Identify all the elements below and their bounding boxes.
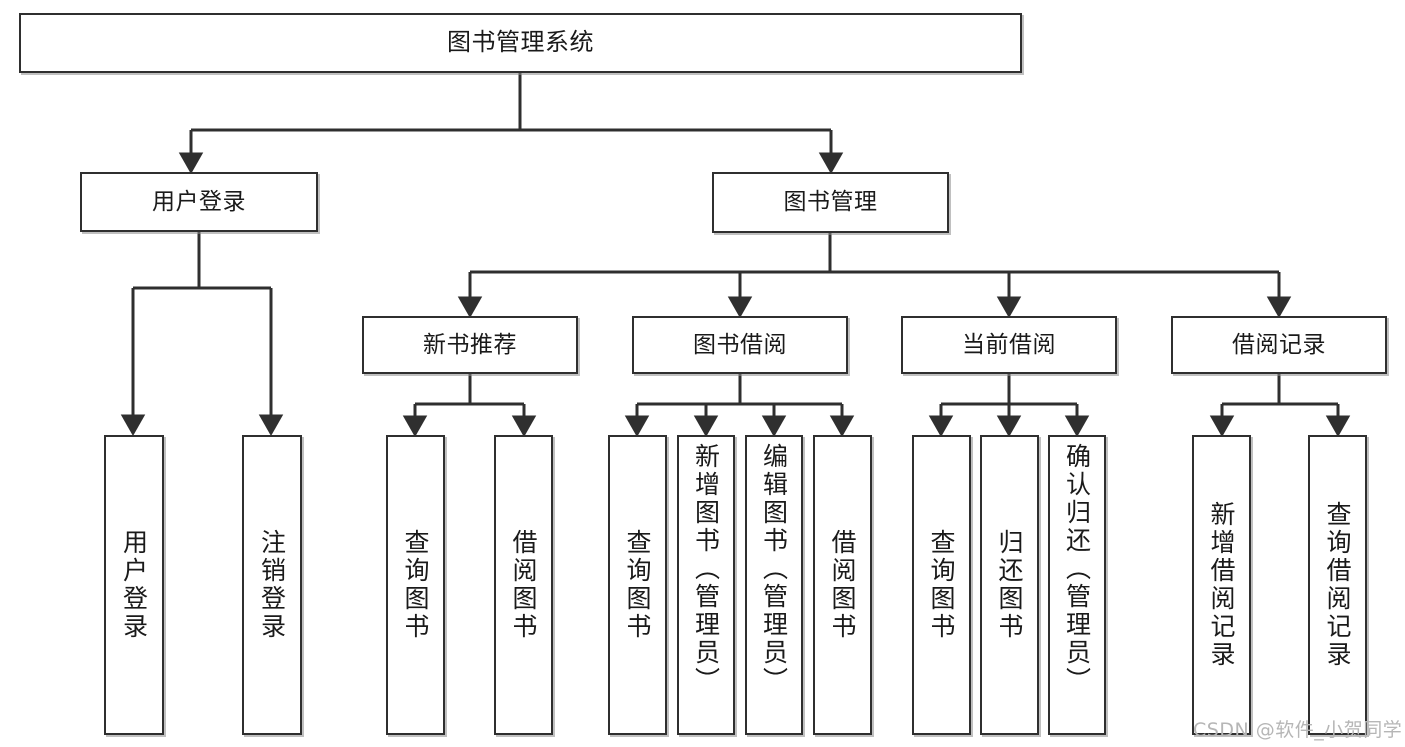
- node-book-manage[interactable]: 图书管理: [712, 172, 949, 233]
- node-leaf-query-book-1-label: 查询图书: [401, 529, 430, 641]
- node-leaf-query-book-2[interactable]: 查询图书: [608, 435, 667, 735]
- node-leaf-query-record[interactable]: 查询借阅记录: [1308, 435, 1367, 735]
- node-leaf-user-logout-label: 注销登录: [257, 529, 287, 641]
- node-leaf-return-book[interactable]: 归还图书: [980, 435, 1039, 735]
- node-leaf-borrow-book-2[interactable]: 借阅图书: [813, 435, 872, 735]
- node-current-borrow[interactable]: 当前借阅: [901, 316, 1117, 374]
- node-root-label: 图书管理系统: [447, 28, 594, 57]
- node-borrow-record[interactable]: 借阅记录: [1171, 316, 1387, 374]
- node-leaf-query-book-2-label: 查询图书: [623, 529, 652, 641]
- node-new-book-rec[interactable]: 新书推荐: [362, 316, 578, 374]
- node-leaf-add-book[interactable]: 新增图书（管理员）: [677, 435, 735, 735]
- node-user-login[interactable]: 用户登录: [80, 172, 318, 232]
- node-leaf-edit-book[interactable]: 编辑图书（管理员）: [745, 435, 803, 735]
- node-leaf-edit-book-label: 编辑图书（管理员）: [759, 443, 789, 695]
- node-leaf-confirm-return[interactable]: 确认归还（管理员）: [1048, 435, 1106, 735]
- node-leaf-add-record-label: 新增借阅记录: [1207, 501, 1236, 669]
- node-leaf-user-login[interactable]: 用户登录: [104, 435, 164, 735]
- node-leaf-user-login-label: 用户登录: [119, 529, 149, 641]
- node-root[interactable]: 图书管理系统: [19, 13, 1022, 73]
- node-borrow-record-label: 借阅记录: [1232, 331, 1326, 358]
- watermark: CSDN @软件_小贺同学: [1193, 719, 1403, 741]
- node-leaf-confirm-return-label: 确认归还（管理员）: [1062, 443, 1092, 695]
- node-leaf-user-logout[interactable]: 注销登录: [242, 435, 302, 735]
- node-leaf-borrow-book-1[interactable]: 借阅图书: [494, 435, 553, 735]
- node-leaf-add-record[interactable]: 新增借阅记录: [1192, 435, 1251, 735]
- node-user-login-label: 用户登录: [152, 188, 246, 215]
- node-leaf-query-record-label: 查询借阅记录: [1323, 501, 1352, 669]
- node-leaf-query-book-3-label: 查询图书: [927, 529, 956, 641]
- node-book-manage-label: 图书管理: [783, 189, 878, 216]
- node-current-borrow-label: 当前借阅: [962, 331, 1056, 358]
- node-leaf-query-book-3[interactable]: 查询图书: [912, 435, 971, 735]
- node-leaf-add-book-label: 新增图书（管理员）: [691, 443, 721, 695]
- node-book-borrow[interactable]: 图书借阅: [632, 316, 848, 374]
- node-leaf-return-book-label: 归还图书: [995, 529, 1024, 641]
- node-leaf-borrow-book-1-label: 借阅图书: [509, 529, 538, 641]
- node-new-book-rec-label: 新书推荐: [423, 331, 517, 358]
- node-book-borrow-label: 图书借阅: [693, 331, 787, 358]
- node-leaf-query-book-1[interactable]: 查询图书: [386, 435, 445, 735]
- node-leaf-borrow-book-2-label: 借阅图书: [828, 529, 857, 641]
